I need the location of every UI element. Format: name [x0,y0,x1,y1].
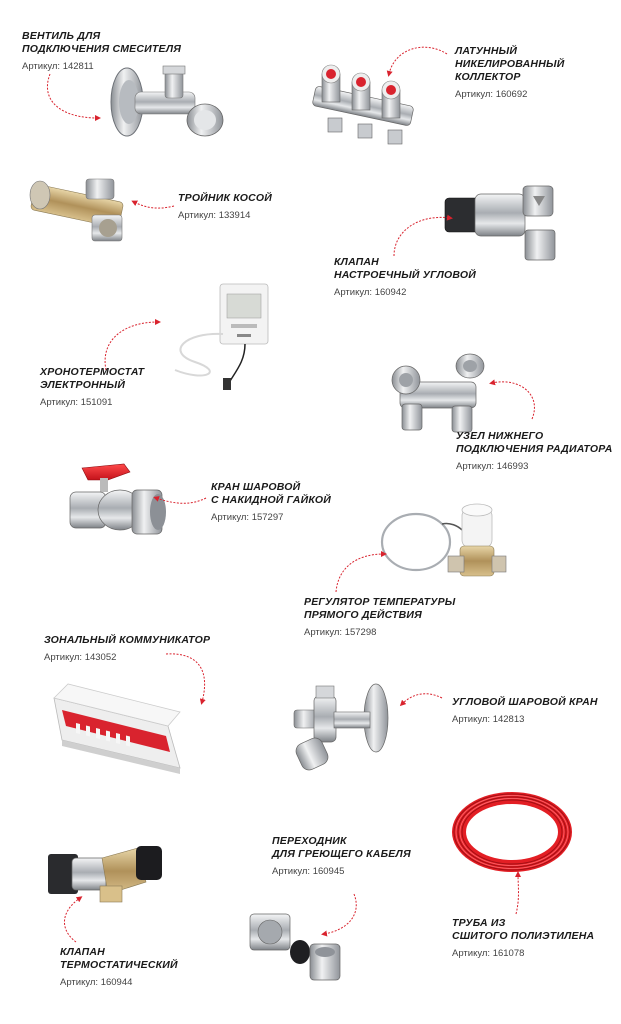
pex-pipe-icon [452,792,572,872]
temp-regulator-icon [380,503,507,577]
pointer-arrow [47,73,101,121]
cable-adapter-icon [249,913,341,981]
pointer-arrow [64,896,83,943]
pointer-arrow [399,693,443,707]
product-caption-thermostat: ХРОНОТЕРМОСТАТ ЭЛЕКТРОННЫЙ Артикул: 1510… [40,366,144,408]
product-title: НИКЕЛИРОВАННЫЙ [455,58,565,70]
zone-communicator-icon [53,683,181,774]
angle-ball-valve-icon [293,683,389,771]
product-title: РЕГУЛЯТОР ТЕМПЕРАТУРЫ [304,596,456,608]
product-article: Артикул: 160945 [272,866,345,877]
product-article: Артикул: 160944 [60,977,133,988]
product-title: УЗЕЛ НИЖНЕГО [456,430,544,442]
product-article: Артикул: 160942 [334,287,407,298]
product-title: УГЛОВОЙ ШАРОВОЙ КРАН [452,696,598,708]
product-caption-angle-ball-valve: УГЛОВОЙ ШАРОВОЙ КРАН Артикул: 142813 [452,696,598,725]
product-title: ТЕРМОСТАТИЧЕСКИЙ [60,959,178,971]
product-title: ПЕРЕХОДНИК [272,835,347,847]
product-title: ЗОНАЛЬНЫЙ КОММУНИКАТОР [44,634,211,646]
product-caption-mixer-valve: ВЕНТИЛЬ ДЛЯ ПОДКЛЮЧЕНИЯ СМЕСИТЕЛЯ Артику… [22,30,181,72]
product-title: ПРЯМОГО ДЕЙСТВИЯ [304,609,422,621]
product-caption-manifold: ЛАТУННЫЙ НИКЕЛИРОВАННЫЙ КОЛЛЕКТОР Артику… [455,45,564,100]
pointer-arrow [386,46,448,77]
product-article: Артикул: 143052 [44,652,117,663]
product-title: С НАКИДНОЙ ГАЙКОЙ [211,494,331,506]
y-strainer-icon [29,178,124,242]
product-article: Артикул: 133914 [178,210,251,221]
product-caption-y-tee: ТРОЙНИК КОСОЙ Артикул: 133914 [178,192,272,221]
radiator-connector-icon [391,353,485,433]
product-article: Артикул: 142813 [452,714,525,725]
product-title: КЛАПАН [334,256,379,268]
pointer-arrow [515,871,522,915]
product-title: ДЛЯ ГРЕЮЩЕГО КАБЕЛЯ [272,848,411,860]
pointer-arrow [153,496,207,504]
angle-valve-icon [444,185,556,261]
product-article: Артикул: 146993 [456,461,529,472]
product-caption-cable-adapter: ПЕРЕХОДНИК ДЛЯ ГРЕЮЩЕГО КАБЕЛЯ Артикул: … [272,835,411,877]
thermostatic-valve-icon [48,846,162,903]
product-title: СШИТОГО ПОЛИЭТИЛЕНА [452,930,595,942]
product-title: ЛАТУННЫЙ [455,45,518,57]
pointer-arrow [335,551,387,593]
product-article: Артикул: 142811 [22,61,94,72]
product-caption-thermostatic-valve: КЛАПАН ТЕРМОСТАТИЧЕСКИЙ Артикул: 160944 [60,946,178,988]
pointer-arrow [131,200,175,209]
product-title: ТРОЙНИК КОСОЙ [178,192,273,204]
product-title: ЭЛЕКТРОННЫЙ [40,379,126,391]
product-caption-ball-valve: КРАН ШАРОВОЙ С НАКИДНОЙ ГАЙКОЙ Артикул: … [211,481,331,523]
product-caption-zone-communicator: ЗОНАЛЬНЫЙ КОММУНИКАТОР Артикул: 143052 [44,634,210,663]
pointer-arrow [393,214,453,257]
product-caption-pex-pipe: ТРУБА ИЗ СШИТОГО ПОЛИЭТИЛЕНА Артикул: 16… [452,917,594,959]
product-article: Артикул: 157298 [304,627,377,638]
product-caption-balancing-valve: КЛАПАН НАСТРОЕЧНЫЙ УГЛОВОЙ Артикул: 1609… [334,256,476,298]
product-caption-temp-regulator: РЕГУЛЯТОР ТЕМПЕРАТУРЫ ПРЯМОГО ДЕЙСТВИЯ А… [304,596,455,638]
product-title: КОЛЛЕКТОР [455,71,521,83]
product-title: КЛАПАН [60,946,105,958]
product-title: НАСТРОЕЧНЫЙ УГЛОВОЙ [334,269,477,281]
pointer-arrow [104,319,161,371]
product-article: Артикул: 157297 [211,512,284,523]
thermostat-icon [174,283,269,390]
product-article: Артикул: 160692 [455,89,528,100]
manifold-icon [312,64,414,145]
product-title: ТРУБА ИЗ [452,917,506,929]
product-title: ПОДКЛЮЧЕНИЯ РАДИАТОРА [456,443,613,455]
product-article: Артикул: 151091 [40,397,113,408]
product-title: ПОДКЛЮЧЕНИЯ СМЕСИТЕЛЯ [22,43,182,55]
product-title: ХРОНОТЕРМОСТАТ [40,366,145,378]
product-title: КРАН ШАРОВОЙ [211,481,301,493]
product-article: Артикул: 161078 [452,948,525,959]
product-caption-radiator-connector: УЗЕЛ НИЖНЕГО ПОДКЛЮЧЕНИЯ РАДИАТОРА Артик… [456,430,613,472]
pointer-arrow [489,379,535,420]
product-title: ВЕНТИЛЬ ДЛЯ [22,30,101,42]
mixer-valve-icon [110,65,224,137]
